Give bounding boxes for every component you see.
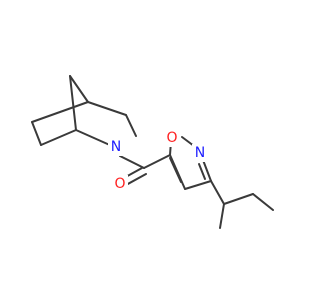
bond-c4-c5-inner — [169, 157, 182, 183]
bond-c4-n — [125, 114, 137, 137]
bond-n-c3 — [75, 129, 113, 147]
bond-c1-c3 — [69, 75, 77, 131]
label-background — [112, 175, 128, 193]
atom-labels: N O O N — [108, 129, 208, 193]
bond-c3-c4 — [184, 180, 212, 190]
bond-c6-c2 — [31, 101, 89, 123]
sec-butyl-group — [210, 180, 274, 229]
background — [0, 0, 300, 300]
bond-c3-ch — [210, 180, 225, 205]
bond-n-carbonyl — [119, 155, 145, 169]
bond-c2-c4 — [87, 101, 127, 116]
bond-ch-ch3 — [219, 203, 225, 229]
bond-carbonyl-double-2 — [125, 173, 147, 186]
bond-n-c3-double — [202, 159, 212, 182]
bond-ch-ch2 — [223, 193, 254, 205]
label-background — [164, 129, 180, 147]
ring-nitrogen-label: N — [195, 145, 205, 161]
carbonyl-oxygen-label: O — [114, 176, 125, 192]
ring-oxygen-label: O — [166, 130, 177, 146]
bond-c1-c2 — [69, 75, 89, 103]
bond-n-c3-inner — [198, 163, 206, 180]
label-background — [192, 144, 208, 162]
bond-carbonyl-c5 — [143, 154, 171, 169]
label-background — [108, 138, 124, 156]
bond-ch2-ch3 — [252, 193, 274, 211]
bond-c3-c5 — [40, 129, 77, 146]
bicyclic-ring — [31, 75, 137, 147]
nitrogen-atom-label: N — [111, 139, 121, 155]
molecule-structure-diagram: N O O N — [0, 0, 300, 300]
bond-c5-c6 — [31, 121, 42, 146]
